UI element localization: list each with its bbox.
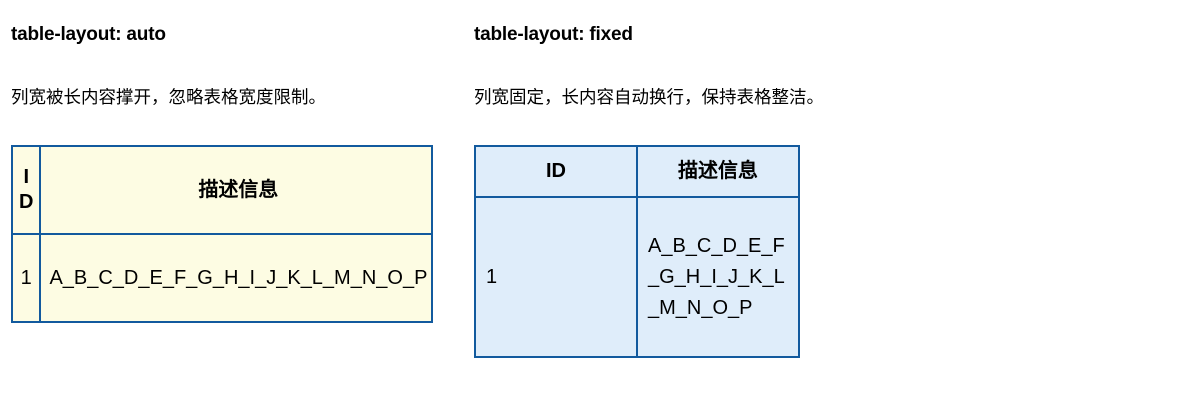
table-auto-body: 1 A_B_C_D_E_F_G_H_I_J_K_L_M_N_O_P	[10, 233, 434, 323]
panel-heading-auto: table-layout: auto	[11, 24, 166, 45]
table-row: 1 A_B_C_D_E_F_G_H_I_J_K_L_M_N_O_P	[10, 233, 434, 323]
table-fixed-body: 1 A_B_C_D_E_F_G_H_I_J_K_L_M_N_O_P	[474, 196, 800, 358]
table-auto-cell-id: 1	[10, 233, 42, 323]
table-auto-header-row: ID 描述信息	[10, 145, 434, 235]
table-fixed-cell-id: 1	[474, 196, 638, 358]
table-auto-cell-desc: A_B_C_D_E_F_G_H_I_J_K_L_M_N_O_P	[39, 233, 434, 323]
table-row: 1 A_B_C_D_E_F_G_H_I_J_K_L_M_N_O_P	[474, 196, 800, 358]
panel-description-auto: 列宽被长内容撑开，忽略表格宽度限制。	[11, 87, 326, 107]
table-fixed-header-desc: 描述信息	[636, 145, 800, 198]
table-auto-header-id: ID	[10, 145, 42, 235]
panel-heading-fixed: table-layout: fixed	[474, 24, 633, 45]
table-fixed-cell-desc: A_B_C_D_E_F_G_H_I_J_K_L_M_N_O_P	[636, 196, 800, 358]
table-fixed: ID 描述信息 1 A_B_C_D_E_F_G_H_I_J_K_L_M_N_O_…	[474, 145, 800, 358]
table-fixed-head: ID 描述信息	[474, 145, 800, 198]
table-auto-header-desc: 描述信息	[39, 145, 434, 235]
table-auto-head: ID 描述信息	[10, 145, 434, 235]
table-auto: ID 描述信息 1 A_B_C_D_E_F_G_H_I_J_K_L_M_N_O_…	[10, 145, 434, 323]
panel-description-fixed: 列宽固定，长内容自动换行，保持表格整洁。	[474, 87, 824, 107]
table-fixed-header-row: ID 描述信息	[474, 145, 800, 198]
table-fixed-header-id: ID	[474, 145, 638, 198]
